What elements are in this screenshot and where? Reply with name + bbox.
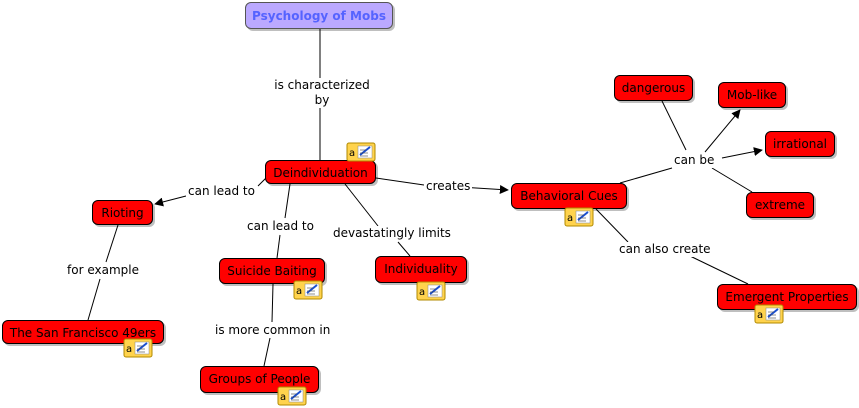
note-icon[interactable]: a xyxy=(123,338,153,358)
link-label-creates: creates xyxy=(424,179,473,194)
concept-individuality[interactable]: Individuality xyxy=(375,256,467,283)
link-label-can-lead-to-suicide: can lead to xyxy=(245,219,316,234)
line-rioting-forexample xyxy=(105,224,119,263)
concept-emergent-properties[interactable]: Emergent Properties xyxy=(717,284,857,310)
concept-mob-like[interactable]: Mob-like xyxy=(718,82,786,108)
line-deind-canlead1 xyxy=(257,177,267,187)
concept-dangerous[interactable]: dangerous xyxy=(614,75,693,101)
line-deind-creates xyxy=(375,177,425,186)
link-label-also-create: can also create xyxy=(617,242,713,257)
line-canlead2-suicide xyxy=(276,234,281,259)
concept-psychology-of-mobs[interactable]: Psychology of Mobs xyxy=(245,2,393,29)
svg-text:a: a xyxy=(126,344,132,355)
link-label-devastatingly-limits: devastatingly limits xyxy=(331,226,453,241)
note-icon[interactable]: a xyxy=(416,281,446,301)
link-label-for-example: for example xyxy=(65,263,141,278)
note-icon[interactable]: a xyxy=(564,207,594,227)
line-morecommon-groups xyxy=(263,337,271,367)
line-dangerous-canbe xyxy=(661,100,687,151)
note-icon[interactable]: a xyxy=(293,280,323,300)
concept-extreme[interactable]: extreme xyxy=(746,192,814,218)
note-icon[interactable]: a xyxy=(277,386,307,406)
svg-text:a: a xyxy=(349,148,355,159)
note-icon[interactable]: a xyxy=(346,142,376,162)
link-label-more-common: is more common in xyxy=(213,323,333,338)
line-suicide-morecommon xyxy=(271,283,274,323)
line-deind-devastating xyxy=(344,183,379,227)
concept-irrational[interactable]: irrational xyxy=(765,131,835,157)
concept-behavioral-cues[interactable]: Behavioral Cues xyxy=(511,183,627,209)
svg-text:a: a xyxy=(567,213,573,224)
concept-groups-of-people[interactable]: Groups of People xyxy=(200,366,319,393)
line-alsocreate-emergent xyxy=(689,255,749,285)
line-canbe-irrational xyxy=(721,147,763,159)
link-label-can-lead-to-rioting: can lead to xyxy=(186,184,257,199)
concept-san-francisco-49ers[interactable]: The San Francisco 49ers xyxy=(2,320,164,344)
line-canbe-extreme xyxy=(711,167,753,193)
line-canbe-moblike xyxy=(704,109,741,153)
line-canlead1-rioting xyxy=(154,195,187,207)
svg-text:a: a xyxy=(296,286,302,297)
svg-text:a: a xyxy=(280,392,286,403)
line-devastating-individuality xyxy=(397,241,411,257)
concept-deindividuation[interactable]: Deindividuation xyxy=(265,160,376,184)
link-label-can-be: can be xyxy=(672,153,717,168)
note-icon[interactable]: a xyxy=(754,304,784,324)
svg-text:a: a xyxy=(419,287,425,298)
line-behavioral-alsocreate xyxy=(595,208,629,243)
concept-suicide-baiting[interactable]: Suicide Baiting xyxy=(219,258,325,284)
svg-text:a: a xyxy=(757,310,763,321)
line-deind-canlead2 xyxy=(284,183,291,219)
line-behavioral-canbe xyxy=(619,167,673,184)
line-forexample-sf xyxy=(87,278,101,321)
concept-rioting[interactable]: Rioting xyxy=(92,200,153,225)
link-label-characterized: is characterized by xyxy=(270,78,374,108)
